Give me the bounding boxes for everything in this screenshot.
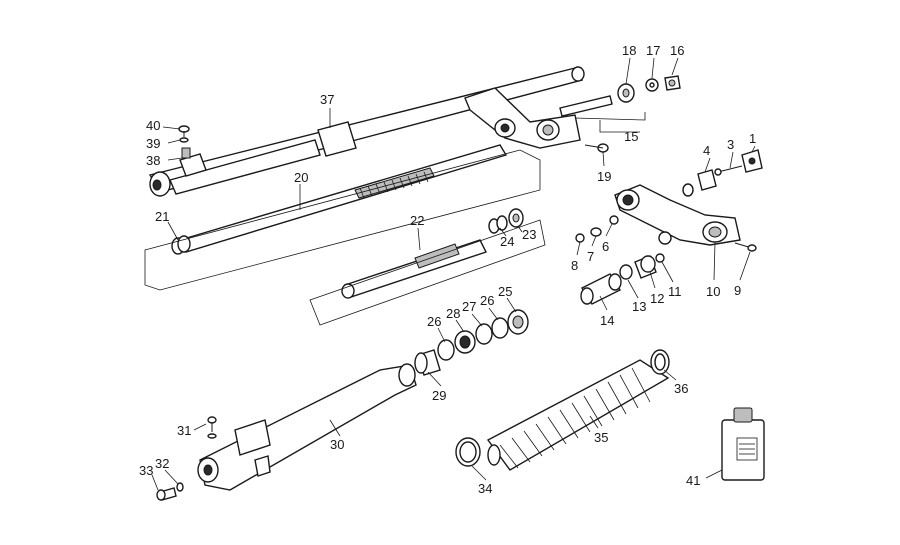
callout-20: 20 (294, 170, 308, 185)
callout-36: 36 (674, 381, 688, 396)
bracket-15 (574, 112, 646, 133)
callout-38: 38 (146, 153, 160, 168)
callout-3: 3 (727, 137, 734, 152)
bolt-33 (156, 487, 177, 501)
callout-8: 8 (571, 258, 578, 273)
callout-19: 19 (597, 169, 611, 184)
nut-16 (664, 75, 681, 91)
callout-12: 12 (650, 291, 664, 306)
nut-8 (575, 233, 585, 243)
callout-15: 15 (624, 129, 638, 144)
bolt-3 (714, 165, 743, 176)
bushing-12 (634, 255, 657, 279)
spring-seat-24 (488, 215, 508, 234)
callout-39: 39 (146, 136, 160, 151)
callout-17: 17 (646, 43, 660, 58)
damper-cartridge-22 (341, 239, 487, 299)
callout-24: 24 (500, 234, 514, 249)
bolt-6 (609, 215, 619, 225)
group-outline-20 (144, 149, 541, 291)
bracket-4 (682, 169, 717, 197)
seal-25 (507, 309, 529, 335)
callout-32: 32 (155, 456, 169, 471)
callout-28: 28 (446, 306, 460, 321)
group-outline-22 (309, 219, 546, 326)
fork-slider-30 (197, 363, 417, 491)
callout-40: 40 (146, 118, 160, 133)
clamp-bracket-1 (741, 149, 763, 173)
triple-clamp-lower (614, 184, 741, 246)
screw-40 (178, 125, 190, 137)
callout-6: 6 (602, 239, 609, 254)
callout-22: 22 (410, 213, 424, 228)
nut-18 (617, 83, 635, 103)
ring-26-upper (491, 317, 509, 339)
fork-clamp-38 (179, 147, 207, 177)
callout-4: 4 (703, 143, 710, 158)
callout-13: 13 (632, 299, 646, 314)
callout-labels: 37 40 39 38 20 21 22 23 24 25 26 27 28 2… (139, 43, 756, 496)
callout-33: 33 (139, 463, 153, 478)
callout-30: 30 (330, 437, 344, 452)
bleed-screw-31 (207, 416, 217, 439)
spacer-14 (580, 273, 622, 305)
ring-26-lower (437, 339, 455, 361)
seal-28 (454, 330, 476, 354)
clamp-36 (650, 349, 670, 375)
callout-16: 16 (670, 43, 684, 58)
callout-41: 41 (686, 473, 700, 488)
callout-23: 23 (522, 227, 536, 242)
callout-25: 25 (498, 284, 512, 299)
callout-37: 37 (320, 92, 334, 107)
callout-10: 10 (706, 284, 720, 299)
triple-clamp-upper (464, 87, 613, 149)
ring-27 (475, 323, 493, 345)
washer-32 (176, 482, 184, 492)
callout-29: 29 (432, 388, 446, 403)
callout-21: 21 (155, 209, 169, 224)
callout-1: 1 (749, 131, 756, 146)
callout-35: 35 (594, 430, 608, 445)
oil-bottle-41 (721, 407, 765, 481)
callout-11: 11 (668, 284, 682, 299)
clamp-34 (455, 437, 481, 467)
washer-7 (590, 227, 602, 237)
bolt-19 (584, 143, 609, 153)
callout-18: 18 (622, 43, 636, 58)
callout-14: 14 (600, 313, 614, 328)
callout-7: 7 (587, 249, 594, 264)
callout-34: 34 (478, 481, 492, 496)
bushing-29 (414, 349, 441, 376)
ring-13 (619, 264, 633, 280)
washer-39 (179, 137, 189, 143)
callout-27: 27 (462, 299, 476, 314)
leader-lines (151, 57, 756, 491)
washer-17 (645, 78, 659, 92)
pinch-bolt-9 (734, 242, 757, 252)
callout-9: 9 (734, 283, 741, 298)
callout-26-upper: 26 (480, 293, 494, 308)
bushing-23 (508, 208, 524, 228)
callout-31: 31 (177, 423, 191, 438)
dust-boot-35 (486, 359, 670, 471)
callout-26-lower: 26 (427, 314, 441, 329)
bushing-11 (655, 253, 665, 263)
